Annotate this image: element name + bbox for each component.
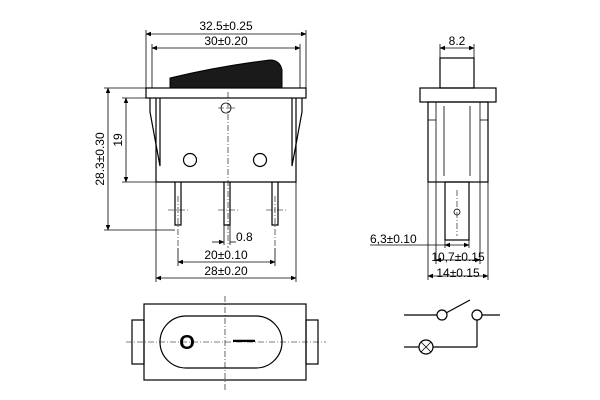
dim-body-width: 30±0.20 xyxy=(204,34,248,48)
dim-inner-depth: 10,7±0.15 xyxy=(431,250,485,264)
on-symbol: — xyxy=(233,327,255,352)
wiring-schematic xyxy=(404,299,500,355)
dim-pin-pitch: 20±0.10 xyxy=(204,248,248,262)
terminal-left xyxy=(174,182,182,226)
dim-total-height: 28.3±0.30 xyxy=(93,132,107,186)
front-view: 32.5±0.25 30±0.20 28.3±0.30 19 0.8 20±0.… xyxy=(93,19,307,282)
right-clip xyxy=(291,98,303,167)
hole-right xyxy=(252,152,268,168)
dim-base-width: 28±0.20 xyxy=(204,264,248,278)
flange xyxy=(145,87,307,99)
rocker-actuator xyxy=(169,59,283,89)
terminal-center xyxy=(223,182,231,226)
switch-body xyxy=(155,98,297,183)
side-body xyxy=(427,101,489,183)
switch-contact-right xyxy=(471,309,483,321)
side-terminal xyxy=(444,181,470,241)
dim-overall-width: 32.5±0.25 xyxy=(199,19,253,33)
off-symbol: O xyxy=(179,332,195,354)
hole-left xyxy=(182,152,198,168)
left-clip xyxy=(149,98,161,167)
dim-outer-depth: 14±0.15 xyxy=(436,266,480,280)
top-view: O — xyxy=(126,296,326,390)
dim-pin-width: 6,3±0.10 xyxy=(370,232,417,246)
side-view: 8.2 6,3±0.10 10,7±0.15 14±0.15 xyxy=(370,34,497,280)
side-actuator xyxy=(439,57,475,89)
dim-pin-thickness: 0.8 xyxy=(236,230,253,244)
side-flange xyxy=(419,87,497,103)
dim-actuator-width: 8.2 xyxy=(449,34,466,48)
dim-body-height: 19 xyxy=(111,133,125,147)
switch-blade xyxy=(445,299,471,314)
terminal-right xyxy=(271,182,279,226)
switch-contact-left xyxy=(436,309,448,321)
